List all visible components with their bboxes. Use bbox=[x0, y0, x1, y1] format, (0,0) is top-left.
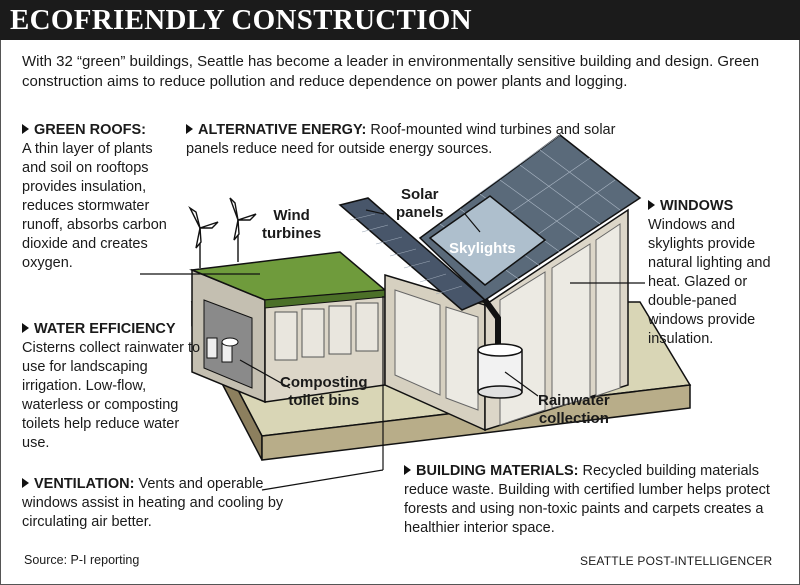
arrow-bullet-icon bbox=[22, 478, 29, 488]
wind-turbine-1 bbox=[188, 205, 219, 268]
green-roofs-body: A thin layer of plants and soil on rooft… bbox=[22, 141, 167, 271]
building-materials-heading: BUILDING MATERIALS: bbox=[416, 463, 579, 479]
intro-text: With 32 “green” buildings, Seattle has b… bbox=[22, 53, 760, 90]
alternative-energy-body: Roof-mounted wind turbines and solar pan… bbox=[186, 122, 616, 157]
wind-turbine-2 bbox=[229, 197, 257, 262]
arrow-bullet-icon bbox=[22, 124, 29, 134]
arrow-bullet-icon bbox=[404, 465, 411, 475]
leader-lines bbox=[140, 209, 645, 491]
label-rainwater: Rainwater collection bbox=[538, 392, 610, 427]
arrow-bullet-icon bbox=[648, 200, 655, 210]
building-materials-body: Recycled building materials reduce waste… bbox=[404, 463, 770, 536]
left-block-windows bbox=[274, 302, 379, 361]
graphic-title: ECOFRIENDLY CONSTRUCTION bbox=[10, 4, 472, 36]
section-green-roofs: GREEN ROOFS: A thin layer of plants and … bbox=[22, 121, 177, 273]
green-roofs-heading: GREEN ROOFS: bbox=[34, 122, 146, 138]
credit-line: SEATTLE POST-INTELLIGENCER bbox=[580, 554, 773, 568]
windows-body: Windows and skylights provide natural li… bbox=[648, 217, 771, 347]
section-ventilation: VENTILATION: Vents and operable windows … bbox=[22, 475, 312, 532]
label-wind-turbines: Wind turbines bbox=[262, 207, 322, 242]
windows-heading: WINDOWS bbox=[660, 198, 734, 214]
section-alternative-energy: ALTERNATIVE ENERGY: Roof-mounted wind tu… bbox=[186, 121, 656, 159]
water-efficiency-heading: WATER EFFICIENCY bbox=[34, 321, 176, 337]
section-building-materials: BUILDING MATERIALS: Recycled building ma… bbox=[404, 462, 784, 538]
arrow-bullet-icon bbox=[186, 124, 193, 134]
arrow-bullet-icon bbox=[22, 323, 29, 333]
water-efficiency-body: Cisterns collect rainwater to use for la… bbox=[22, 340, 201, 451]
section-water-efficiency: WATER EFFICIENCY Cisterns collect rainwa… bbox=[22, 320, 202, 453]
ventilation-body: Vents and operable windows assist in hea… bbox=[22, 476, 284, 530]
section-windows: WINDOWS Windows and skylights provide na… bbox=[648, 197, 778, 349]
label-composting: Composting toilet bins bbox=[280, 374, 368, 409]
title-bar: ECOFRIENDLY CONSTRUCTION bbox=[0, 0, 800, 40]
label-skylights: Skylights bbox=[449, 240, 516, 257]
ventilation-heading: VENTILATION: bbox=[34, 476, 135, 492]
label-solar-panels: Solar panels bbox=[396, 186, 444, 221]
alternative-energy-heading: ALTERNATIVE ENERGY: bbox=[198, 122, 367, 138]
skylight bbox=[428, 195, 547, 286]
source-note: Source: P-I reporting bbox=[24, 553, 140, 567]
